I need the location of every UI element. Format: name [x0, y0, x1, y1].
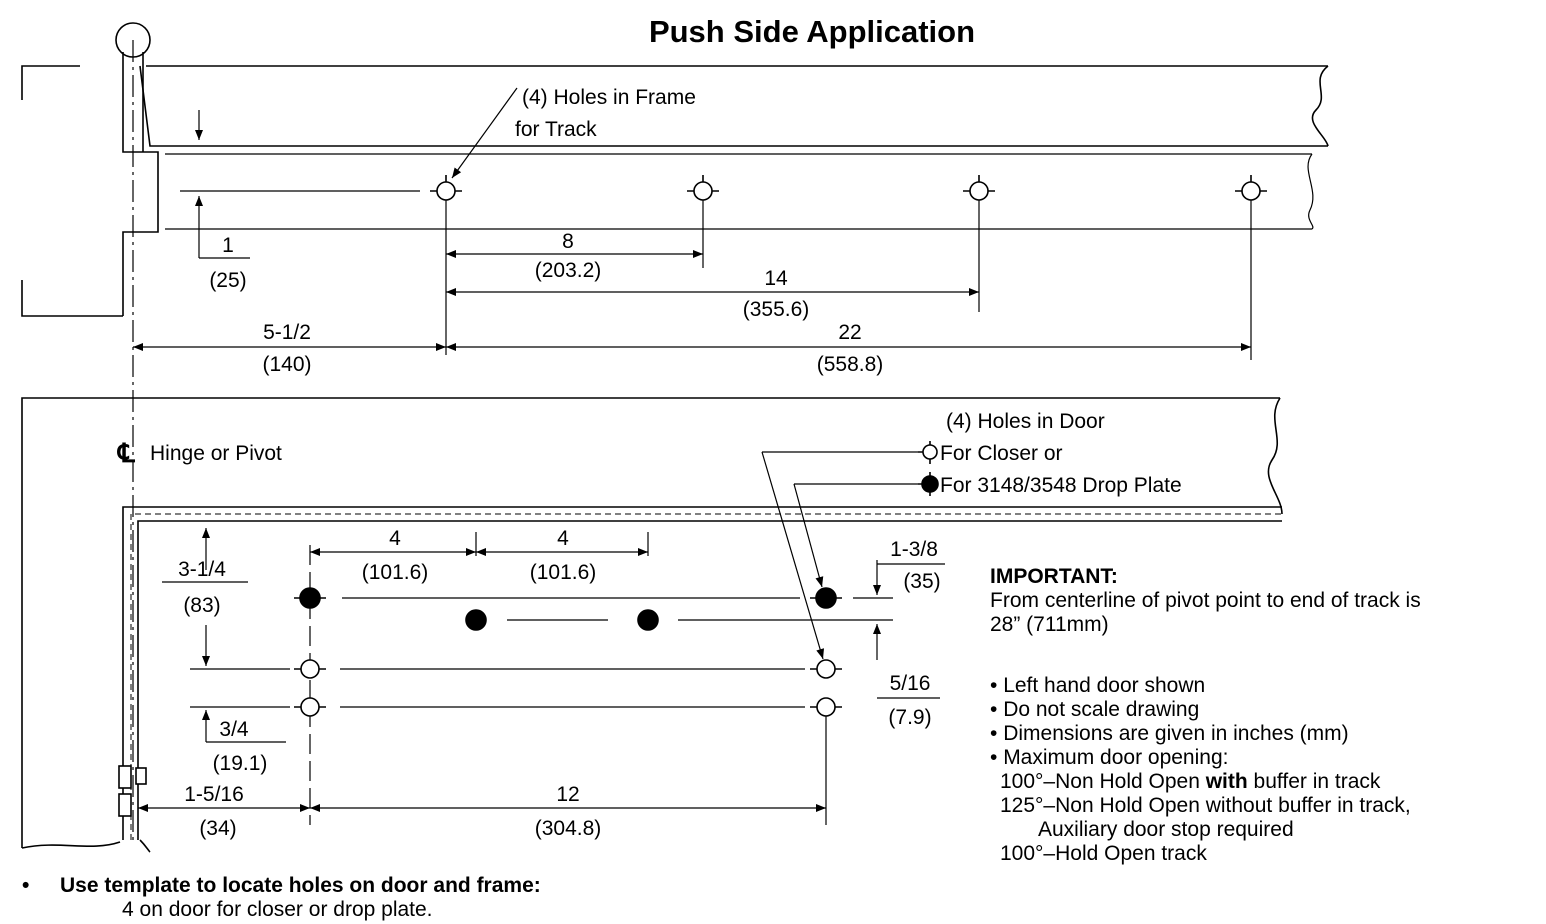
door-holes-callout-line2: For Closer or	[940, 442, 1063, 465]
closer-hole	[816, 697, 836, 717]
frame-hole	[430, 175, 462, 201]
template-note-lead: Use template to locate holes on door and…	[22, 874, 541, 898]
opening-option-1-bold: with	[1205, 770, 1248, 793]
drop-plate-hole	[815, 587, 837, 609]
template-note-line2: 4 on door for closer or drop plate.	[122, 898, 433, 921]
dim-3-1-4-mm: (83)	[183, 594, 220, 617]
notes-panel: IMPORTANT: From centerline of pivot poin…	[990, 565, 1421, 866]
dim-12-in: 12	[556, 783, 579, 806]
frame-holes-callout-line2: for Track	[515, 118, 597, 141]
frame-holes-callout-line1: (4) Holes in Frame	[522, 86, 696, 109]
frame-section	[21, 22, 1329, 317]
frame-jamb	[21, 65, 123, 317]
dim-8-mm: (203.2)	[535, 259, 602, 282]
legend-open-hole-icon	[922, 444, 938, 460]
frame-hole	[963, 175, 995, 201]
door-holes-callout-line3: For 3148/3548 Drop Plate	[940, 474, 1182, 497]
dim-1-5-16-in: 1-5/16	[184, 783, 244, 806]
dim-5-16-mm: (7.9)	[888, 706, 931, 729]
dim-8-in: 8	[562, 230, 574, 253]
dim-14-mm: (355.6)	[743, 298, 810, 321]
note-do-not-scale: Do not scale drawing	[990, 698, 1421, 722]
notes-list: Left hand door shown Do not scale drawin…	[990, 674, 1421, 866]
note-dimensions: Dimensions are given in inches (mm)	[990, 722, 1421, 746]
frame-hole	[1235, 175, 1267, 201]
dim-22-mm: (558.8)	[817, 353, 884, 376]
closer-hole	[300, 659, 320, 679]
note-max-opening: Maximum door opening:	[990, 746, 1421, 770]
important-line1: From centerline of pivot point to end of…	[990, 589, 1421, 612]
door-section	[21, 397, 1283, 853]
opening-option-2: 125°–Non Hold Open without buffer in tra…	[1000, 794, 1411, 817]
dim-14-in: 14	[764, 267, 788, 290]
template-note: Use template to locate holes on door and…	[22, 874, 541, 922]
dim-5-1-2-in: 5-1/2	[263, 321, 311, 344]
dim-4b-in: 4	[557, 527, 569, 550]
drop-plate-hole	[465, 609, 487, 631]
drop-plate-hole	[299, 587, 321, 609]
dim-5-16-in: 5/16	[890, 672, 931, 695]
centerline-label: Hinge or Pivot	[150, 442, 282, 465]
dim-1-in: 1	[222, 234, 234, 257]
dim-22-in: 22	[838, 321, 861, 344]
opening-option-1-pre: 100°–Non Hold Open	[1000, 770, 1206, 793]
important-line2: 28” (711mm)	[990, 613, 1109, 636]
drop-plate-hole	[637, 609, 659, 631]
dim-1-3-8-mm: (35)	[903, 570, 940, 593]
dim-4b-mm: (101.6)	[530, 561, 597, 584]
opening-option-1-post: buffer in track	[1247, 770, 1381, 793]
closer-hole	[816, 659, 836, 679]
frame-hole	[687, 175, 719, 201]
note-left-hand: Left hand door shown	[990, 674, 1421, 698]
closer-hole	[300, 697, 320, 717]
important-label: IMPORTANT:	[990, 565, 1118, 588]
dim-3-1-4-in: 3-1/4	[178, 558, 226, 581]
dim-4a-in: 4	[389, 527, 401, 550]
opening-option-2-cont: Auxiliary door stop required	[1038, 818, 1294, 841]
dim-3-4-mm: (19.1)	[213, 752, 268, 775]
dim-1-3-8-in: 1-3/8	[890, 538, 938, 561]
dim-12-mm: (304.8)	[535, 817, 602, 840]
opening-option-1: 100°–Non Hold Open with buffer in track	[990, 770, 1421, 794]
dim-1-mm: (25)	[209, 269, 246, 292]
door-holes-callout-line1: (4) Holes in Door	[946, 410, 1105, 433]
door-holes	[294, 441, 939, 717]
dim-5-1-2-mm: (140)	[262, 353, 311, 376]
legend-filled-hole-icon	[921, 475, 939, 493]
opening-option-3: 100°–Hold Open track	[1000, 842, 1207, 865]
frame-holes	[430, 175, 1267, 201]
centerline-symbol: ℄	[117, 438, 136, 468]
dim-1-5-16-mm: (34)	[199, 817, 236, 840]
dim-3-4-in: 3/4	[219, 718, 249, 741]
dim-4a-mm: (101.6)	[362, 561, 429, 584]
page-title: Push Side Application	[649, 14, 975, 49]
